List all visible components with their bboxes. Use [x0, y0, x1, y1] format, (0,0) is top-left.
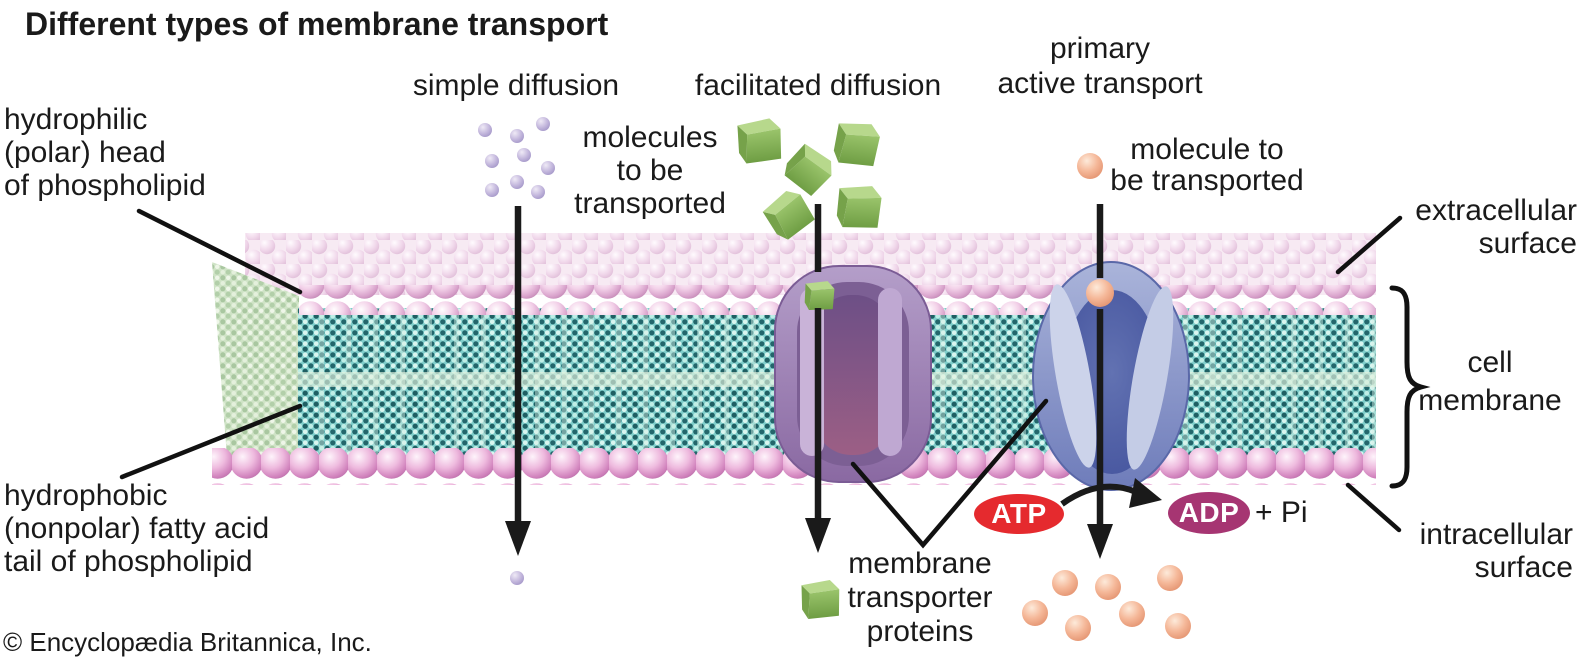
active-transport-molecules [1022, 153, 1191, 641]
transported-cube [800, 579, 842, 620]
cell-membrane-brace [1389, 285, 1431, 489]
atp-label: ATP [991, 498, 1047, 529]
hydrophilic-head-label: hydrophilic (polar) head of phospholipid [4, 103, 206, 202]
molecule-to-transport [1077, 153, 1103, 179]
cell-membrane-label: cell membrane [1418, 346, 1562, 417]
simple-diffusion-label: simple diffusion [412, 69, 620, 102]
molecules-to-be-transported-label: molecules to be transported [574, 121, 726, 220]
diffused-molecule-dot [510, 571, 524, 585]
transport-arrows [505, 204, 1113, 559]
membrane-cut-face [212, 262, 299, 470]
atp-to-adp-arrow [1060, 478, 1162, 508]
facilitated-diffusion-label: facilitated diffusion [694, 69, 942, 102]
transporter-leader-lines [850, 398, 1049, 549]
intracellular-leader-line [1345, 482, 1402, 533]
membrane-transporter-proteins-label: membrane transporter proteins [847, 547, 993, 648]
hydrophobic-tail-label: hydrophobic (nonpolar) fatty acid tail o… [4, 479, 270, 578]
cube-in-channel [804, 281, 835, 310]
hydrophilic-leader-line [136, 208, 303, 295]
intracellular-surface-label: intracellular surface [1419, 518, 1573, 584]
hydrophilic-line1: hydrophilic [4, 103, 148, 136]
hydrophobic-leader-line [119, 403, 303, 480]
extracellular-leader-line [1335, 215, 1403, 275]
copyright-notice: © Encyclopædia Britannica, Inc. [3, 627, 372, 657]
leader-lines [119, 208, 1403, 549]
hydrophilic-line3: of phospholipid [4, 169, 206, 202]
facilitated-transporter-protein [774, 265, 932, 483]
active-transporter-protein [1032, 261, 1190, 491]
pi-label: + Pi [1255, 496, 1308, 529]
molecule-in-channel [1086, 279, 1114, 307]
diagram-title: Different types of membrane transport [25, 6, 609, 42]
atp-ellipse [974, 494, 1064, 534]
adp-label: ADP [1178, 497, 1240, 528]
simple-diffusion-molecules [478, 117, 555, 585]
extracellular-surface-label: extracellular surface [1415, 194, 1577, 260]
hydrophilic-line2: (polar) head [4, 136, 166, 169]
molecule-to-be-transported-label: molecule to be transported [1110, 133, 1304, 197]
primary-active-transport-label: primary active transport [997, 32, 1203, 100]
adp-ellipse [1168, 492, 1250, 534]
